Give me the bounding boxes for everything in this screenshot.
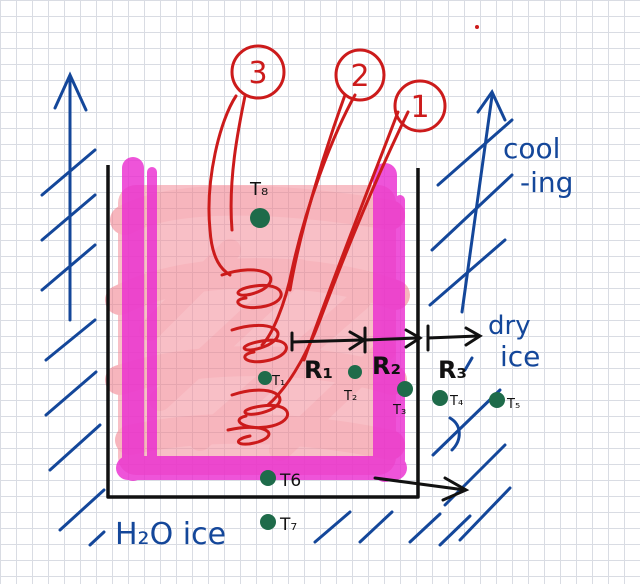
coil-2-label: 2 <box>350 59 369 94</box>
red-coils <box>207 93 410 446</box>
t3-label: T₃ <box>392 403 406 418</box>
r3-label: R₃ <box>438 356 467 384</box>
magenta-walls <box>116 157 407 482</box>
sensor-t7: T₇ <box>260 514 297 535</box>
beaker-outline <box>106 165 420 499</box>
sample-fill <box>105 185 410 475</box>
t1-label: T₁ <box>271 374 285 389</box>
coil-3-label: 3 <box>248 56 267 91</box>
sensor-t1: T₁ <box>258 371 285 389</box>
t5-label: T₅ <box>506 397 520 412</box>
t8-label: T₈ <box>249 179 268 200</box>
coil-3-marker: 3 <box>230 44 286 100</box>
r2-label: R₂ <box>372 352 401 380</box>
sensor-t3: T₃ <box>392 381 413 418</box>
cooling-label-line1: cool <box>503 132 560 165</box>
dry-ice-hatching-right <box>431 356 512 542</box>
h2o-ice-label: H₂O ice <box>115 517 226 552</box>
cooling-arrow-right <box>428 89 514 314</box>
sensor-t4: T₄ <box>432 390 463 409</box>
resistance-arrows <box>290 324 483 354</box>
stray-dot <box>475 25 479 29</box>
coil-1-marker: 1 <box>393 79 447 133</box>
sensor-t8: T₈ <box>249 179 270 228</box>
t4-label: T₄ <box>449 394 463 409</box>
t2-label: T₂ <box>343 389 357 404</box>
t7-label: T₇ <box>279 515 297 535</box>
bottom-heat-arrow <box>373 476 470 502</box>
ice-hatching-left <box>44 318 106 547</box>
ice-hatching-bottom <box>313 510 472 547</box>
sensor-t5: T₅ <box>489 392 520 412</box>
t6-label: T6 <box>279 471 301 491</box>
coil-1-label: 1 <box>410 90 429 125</box>
cooling-arrow-left <box>40 71 97 322</box>
r1-label: R₁ <box>304 356 333 384</box>
coil-2-marker: 2 <box>334 48 386 102</box>
dry-ice-label-line2: ice <box>500 340 540 373</box>
dry-ice-label-line1: dry <box>488 311 531 341</box>
sensor-t2: T₂ <box>343 365 362 404</box>
cooling-label-line2: -ing <box>520 166 573 199</box>
sensor-t6: T6 <box>260 470 301 491</box>
